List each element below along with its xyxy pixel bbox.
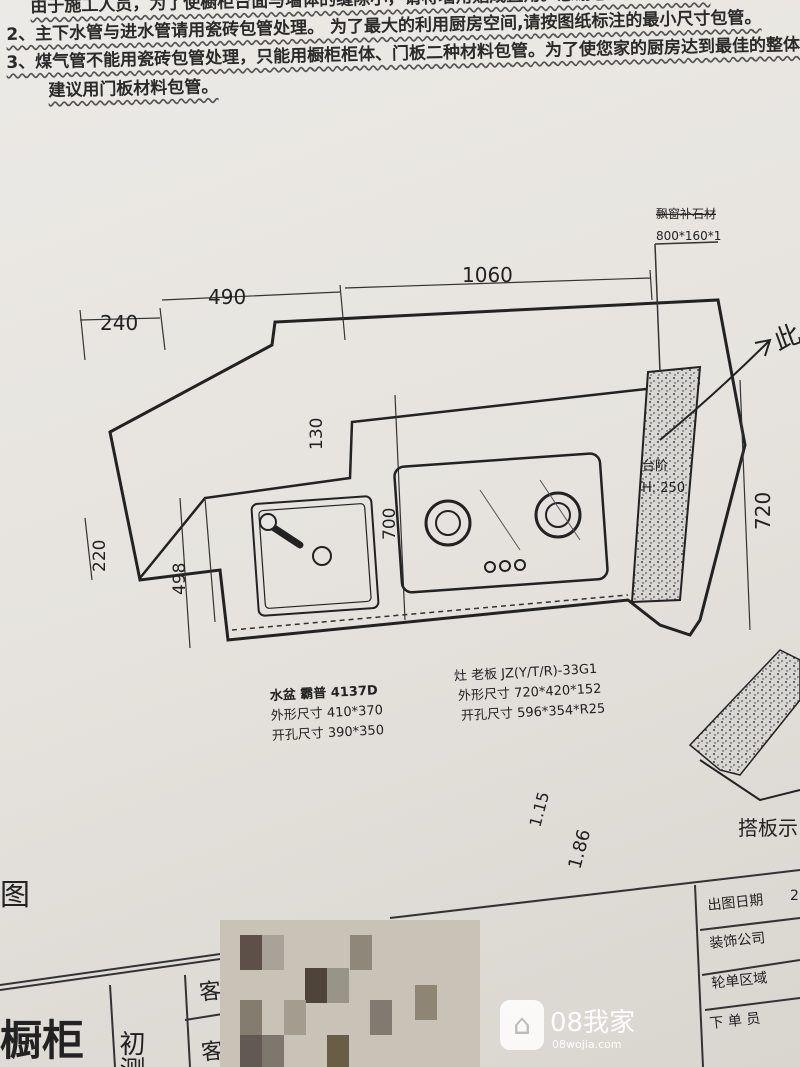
dim-130: 130: [307, 418, 327, 450]
handwritten-number-2: 1.86: [565, 827, 596, 871]
stage-label: 初测: [115, 1030, 145, 1067]
watermark-url: 08wojia.com: [552, 1038, 622, 1051]
dimension-lines: [79, 269, 751, 649]
dim-700: 700: [380, 508, 400, 540]
dim-1060: 1060: [462, 263, 513, 287]
inner-edge: [139, 381, 701, 579]
sink-title: 水盆 霸普 4137D: [269, 682, 378, 704]
watermark-name: 08我家: [550, 1008, 636, 1038]
window-stone-label: 飘窗补石材: [656, 207, 716, 221]
window-stone-leader: [654, 241, 719, 373]
region-label: 轮单区域: [711, 970, 768, 992]
step-label: 台阶: [642, 459, 668, 474]
sink-cutout-size: 开孔尺寸 390*350: [272, 723, 385, 744]
sink-drawing: [250, 495, 380, 617]
handwritten-number-1: 1.15: [526, 790, 554, 829]
front-dashed-edge: [231, 594, 629, 631]
pixelated-redaction: [220, 920, 480, 1067]
house-logo-icon: ⌂: [500, 1000, 544, 1050]
brand-text: 橱柜: [0, 1016, 84, 1065]
dim-240: 240: [100, 311, 138, 335]
dim-490: 490: [208, 285, 246, 309]
orderer-label: 下 单 员: [709, 1011, 761, 1032]
dim-498: 498: [170, 563, 190, 595]
step-height: H: 250: [642, 481, 685, 496]
stove-title: 灶 老板 JZ(Y/T/R)-33G1: [454, 662, 598, 684]
cabinet-back-line: [204, 394, 406, 623]
company-label: 装饰公司: [709, 930, 766, 952]
dim-220: 220: [90, 540, 110, 572]
date-label: 出图日期: [707, 892, 764, 914]
sink-outer-size: 外形尺寸 410*370: [270, 703, 383, 724]
handwritten-note: 此: [770, 319, 800, 356]
stove-drawing: [393, 452, 609, 594]
side-label: 搭板示: [738, 816, 798, 840]
stove-outer-size: 外形尺寸 720*420*152: [458, 682, 602, 704]
date-value: 2: [790, 888, 799, 904]
handwritten-arrow: [659, 338, 772, 441]
profile-sketch: [688, 649, 800, 776]
stove-cutout-size: 开孔尺寸 596*354*R25: [461, 701, 606, 724]
figure-char: 图: [0, 878, 30, 913]
window-stone-size: 800*160*1: [656, 229, 721, 243]
dim-720: 720: [751, 492, 775, 530]
countertop-outline: [108, 298, 747, 642]
stone-step: [630, 365, 702, 604]
